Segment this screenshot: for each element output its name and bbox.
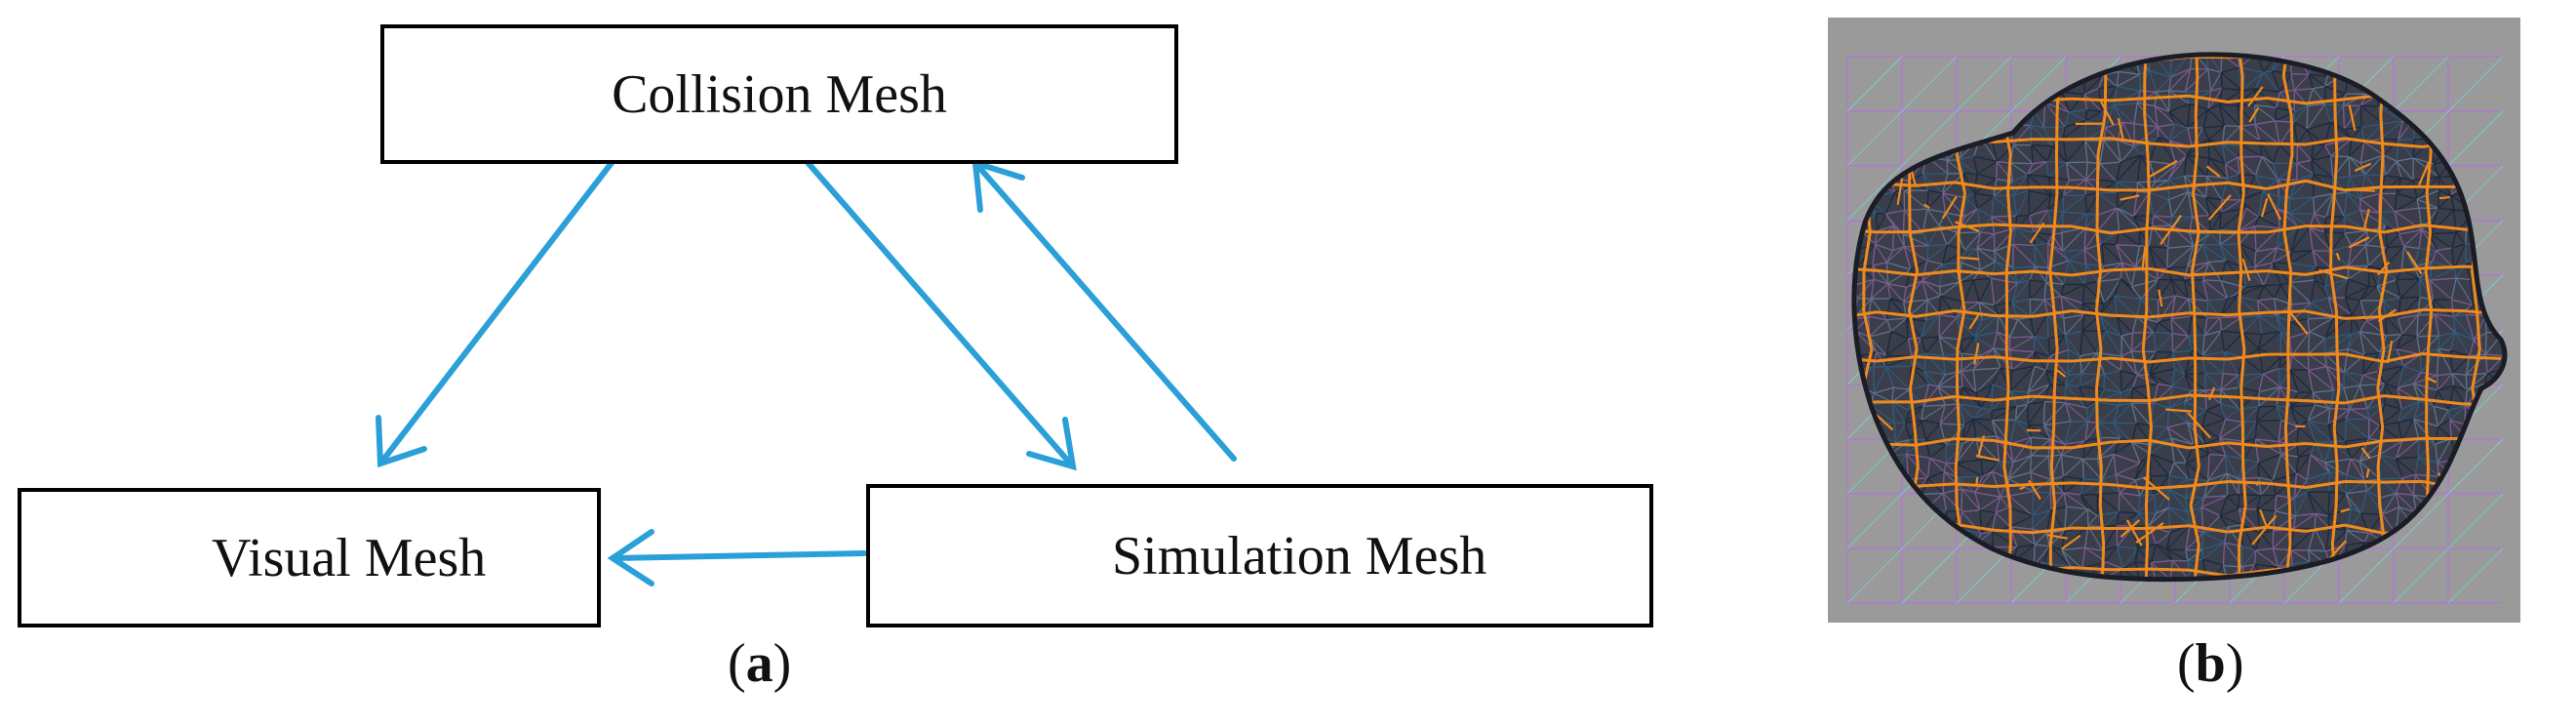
arrow-simulation-to-visual bbox=[607, 529, 867, 586]
simulation-mesh-label: Simulation Mesh bbox=[1112, 525, 1487, 586]
collision-mesh-label: Collision Mesh bbox=[612, 63, 947, 125]
caption-a: (a) bbox=[728, 633, 792, 694]
collision-mesh-node: Collision Mesh bbox=[380, 24, 1178, 164]
caption-b: (b) bbox=[2177, 633, 2244, 694]
arrow-simulation-to-collision bbox=[971, 158, 1237, 462]
visual-mesh-label: Visual Mesh bbox=[212, 527, 487, 588]
visual-mesh-node: Visual Mesh bbox=[18, 488, 601, 627]
simulation-mesh-node: Simulation Mesh bbox=[866, 484, 1653, 627]
arrow-collision-to-simulation bbox=[802, 156, 1077, 471]
mesh-outline bbox=[1851, 52, 2508, 583]
arrow-collision-to-visual bbox=[376, 156, 617, 468]
mesh-image bbox=[1828, 18, 2520, 623]
